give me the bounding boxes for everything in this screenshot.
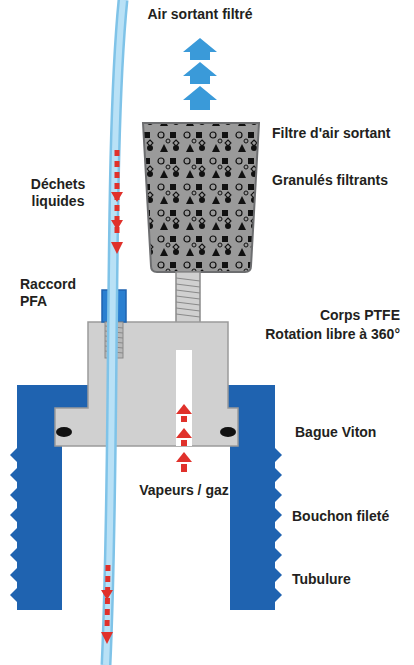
air-filter xyxy=(143,123,259,272)
cap-thread xyxy=(275,548,282,562)
part-label: Air sortant filtré xyxy=(147,6,252,23)
thread-line xyxy=(176,308,200,311)
cap-thread xyxy=(10,468,17,482)
vapor-arrows xyxy=(176,404,192,472)
part-label: Rotation libre à 360° xyxy=(265,326,400,343)
cap-thread xyxy=(10,528,17,542)
thread-line xyxy=(176,302,200,305)
cap-thread xyxy=(10,568,17,582)
part-label: Bouchon fileté xyxy=(292,508,389,525)
cap-thread xyxy=(10,548,17,562)
thread-line xyxy=(176,314,200,317)
thread-line xyxy=(176,290,200,293)
part-label: Tubulure xyxy=(292,571,351,588)
part-label: Bague Viton xyxy=(295,424,376,441)
cap-thread xyxy=(10,588,17,602)
cap-thread xyxy=(10,488,17,502)
cap-thread xyxy=(275,508,282,522)
stem-threads xyxy=(176,278,200,317)
part-label: Corps PTFE xyxy=(320,307,400,324)
viton-ring xyxy=(56,427,72,437)
cap-thread xyxy=(275,468,282,482)
part-label: Granulés filtrants xyxy=(272,172,388,189)
waste-arrows xyxy=(101,150,123,644)
cap-thread xyxy=(275,528,282,542)
cap-thread xyxy=(10,448,17,462)
part-label: Filtre d'air sortant xyxy=(272,125,390,142)
thread-line xyxy=(176,284,200,287)
part-label: Déchets liquides xyxy=(19,176,97,210)
thread-line xyxy=(176,296,200,299)
vapor-channel xyxy=(176,350,192,446)
ptfe-body xyxy=(55,322,238,446)
cap-thread xyxy=(10,508,17,522)
tube-core xyxy=(106,0,123,665)
tube xyxy=(106,0,123,665)
cap-thread xyxy=(275,588,282,602)
cap-thread xyxy=(275,448,282,462)
part-label: Vapeurs / gaz xyxy=(139,482,228,499)
air-arrows xyxy=(183,38,217,110)
viton-ring xyxy=(220,427,236,437)
part-label: Raccord PFA xyxy=(20,276,90,310)
filter-stem xyxy=(176,272,200,324)
thread-line xyxy=(176,278,200,281)
cap-thread xyxy=(275,568,282,582)
cap-thread xyxy=(275,488,282,502)
